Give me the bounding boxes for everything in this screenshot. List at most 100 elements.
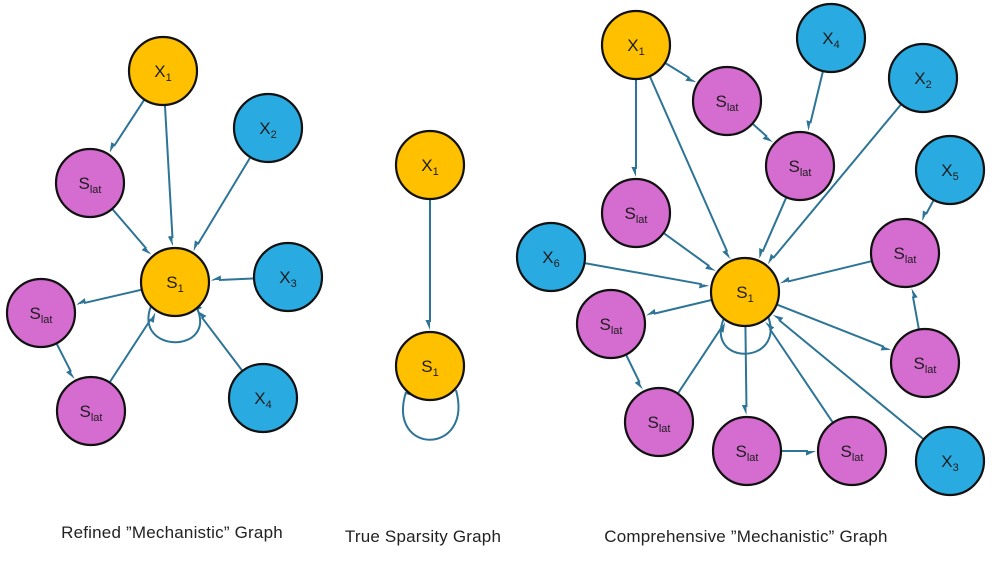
node-true-sparsity-X1[interactable]: X1 bbox=[394, 129, 466, 201]
node-refined-S1[interactable]: S1 bbox=[139, 246, 211, 318]
node-comprehensive-SlatB[interactable]: Slat bbox=[600, 177, 672, 249]
edge-X4-to-S1 bbox=[202, 317, 243, 371]
caption-comprehensive-graph: Comprehensive ”Mechanistic” Graph bbox=[604, 527, 888, 546]
node-label: X2 bbox=[259, 119, 276, 141]
edge-SlatA-to-SlatC bbox=[752, 123, 767, 136]
node-refined-X1[interactable]: X1 bbox=[127, 35, 199, 107]
node-circle bbox=[55, 375, 127, 447]
node-comprehensive-X5[interactable]: X5 bbox=[914, 134, 986, 206]
edge-X4-to-SlatC bbox=[810, 71, 824, 123]
node-circle bbox=[795, 2, 867, 74]
edge-SlatF-to-S1 bbox=[677, 329, 720, 394]
node-comprehensive-X4[interactable]: X4 bbox=[795, 2, 867, 74]
node-label: Slat bbox=[894, 244, 917, 266]
node-comprehensive-SlatH[interactable]: Slat bbox=[816, 415, 888, 487]
edge-SlatB-to-S1 bbox=[663, 232, 709, 267]
edge-X3-to-S1 bbox=[219, 279, 254, 282]
node-comprehensive-SlatI[interactable]: Slat bbox=[889, 327, 961, 399]
node-circle bbox=[816, 415, 888, 487]
node-label: S1 bbox=[736, 283, 753, 305]
edge-X6-to-S1 bbox=[585, 262, 701, 284]
edge-SlatI-to-SlatD bbox=[913, 296, 920, 329]
node-circle bbox=[887, 42, 959, 114]
node-label: Slat bbox=[648, 413, 671, 435]
node-label: X5 bbox=[941, 161, 958, 183]
edge-X3-to-S1 bbox=[779, 320, 924, 440]
node-circle bbox=[54, 147, 126, 219]
edge-X2-to-S1 bbox=[198, 157, 251, 244]
node-comprehensive-X3[interactable]: X3 bbox=[914, 425, 986, 497]
node-refined-SlatC[interactable]: Slat bbox=[55, 375, 127, 447]
node-label: Slat bbox=[914, 354, 937, 376]
node-refined-X2[interactable]: X2 bbox=[232, 92, 304, 164]
node-circle bbox=[711, 415, 783, 487]
node-label: Slat bbox=[841, 442, 864, 464]
node-true-sparsity-S1[interactable]: S1 bbox=[394, 330, 466, 402]
node-refined-X4[interactable]: X4 bbox=[227, 362, 299, 434]
node-label: Slat bbox=[789, 157, 812, 179]
node-circle bbox=[600, 9, 672, 81]
edge-SlatC-to-S1 bbox=[763, 197, 787, 252]
node-comprehensive-S1[interactable]: S1 bbox=[709, 256, 781, 328]
node-circle bbox=[227, 362, 299, 434]
node-label: S1 bbox=[166, 273, 183, 295]
edge-SlatA-to-S1 bbox=[112, 208, 147, 249]
node-circle bbox=[139, 246, 211, 318]
node-circle bbox=[914, 425, 986, 497]
edge-X1-to-SlatA bbox=[665, 62, 690, 78]
node-label: X3 bbox=[941, 452, 958, 474]
edge-X1-to-S1 bbox=[163, 105, 174, 238]
node-comprehensive-SlatF[interactable]: Slat bbox=[623, 386, 695, 458]
node-label: X1 bbox=[627, 36, 644, 58]
node-circle bbox=[709, 256, 781, 328]
edge-S1-to-SlatG bbox=[745, 326, 748, 407]
node-circle bbox=[889, 327, 961, 399]
node-label: X1 bbox=[154, 62, 171, 84]
node-circle bbox=[575, 288, 647, 360]
node-label: X1 bbox=[421, 156, 438, 178]
node-label: X4 bbox=[254, 389, 271, 411]
node-label: Slat bbox=[736, 442, 759, 464]
node-comprehensive-X1[interactable]: X1 bbox=[600, 9, 672, 81]
node-circle bbox=[394, 129, 466, 201]
node-comprehensive-X2[interactable]: X2 bbox=[887, 42, 959, 114]
node-circle bbox=[394, 330, 466, 402]
node-refined-SlatA[interactable]: Slat bbox=[54, 147, 126, 219]
node-comprehensive-SlatD[interactable]: Slat bbox=[869, 217, 941, 289]
edge-SlatC-to-S1 bbox=[109, 319, 151, 383]
node-comprehensive-SlatE[interactable]: Slat bbox=[575, 288, 647, 360]
node-circle bbox=[764, 130, 836, 202]
edge-X1-to-S1 bbox=[649, 76, 727, 252]
node-label: Slat bbox=[30, 304, 53, 326]
node-refined-SlatB[interactable]: Slat bbox=[5, 277, 77, 349]
node-comprehensive-SlatA[interactable]: Slat bbox=[691, 65, 763, 137]
edge-X2-to-S1 bbox=[773, 104, 902, 258]
node-circle bbox=[252, 241, 324, 313]
edge-S1-to-SlatB bbox=[84, 288, 142, 303]
edge-SlatB-to-SlatC bbox=[56, 343, 71, 372]
node-circle bbox=[623, 386, 695, 458]
node-refined-X3[interactable]: X3 bbox=[252, 241, 324, 313]
node-label: X3 bbox=[279, 268, 296, 290]
node-comprehensive-SlatG[interactable]: Slat bbox=[711, 415, 783, 487]
node-label: S1 bbox=[421, 357, 438, 379]
self-loop-S1 bbox=[720, 316, 772, 355]
node-label: X4 bbox=[822, 29, 839, 51]
node-label: Slat bbox=[80, 402, 103, 424]
node-label: X2 bbox=[914, 69, 931, 91]
edge-SlatD-to-S1 bbox=[788, 260, 872, 281]
self-loop-S1 bbox=[402, 390, 460, 441]
edge-SlatE-to-SlatF bbox=[625, 354, 639, 382]
edge-X5-to-SlatD bbox=[926, 200, 935, 215]
edge-S1-to-SlatI bbox=[777, 303, 885, 347]
edge-S1-to-SlatE bbox=[654, 299, 712, 314]
node-comprehensive-X6[interactable]: X6 bbox=[515, 221, 587, 293]
node-comprehensive-SlatC[interactable]: Slat bbox=[764, 130, 836, 202]
node-circle bbox=[515, 221, 587, 293]
caption-refined-graph: Refined ”Mechanistic” Graph bbox=[61, 523, 283, 542]
